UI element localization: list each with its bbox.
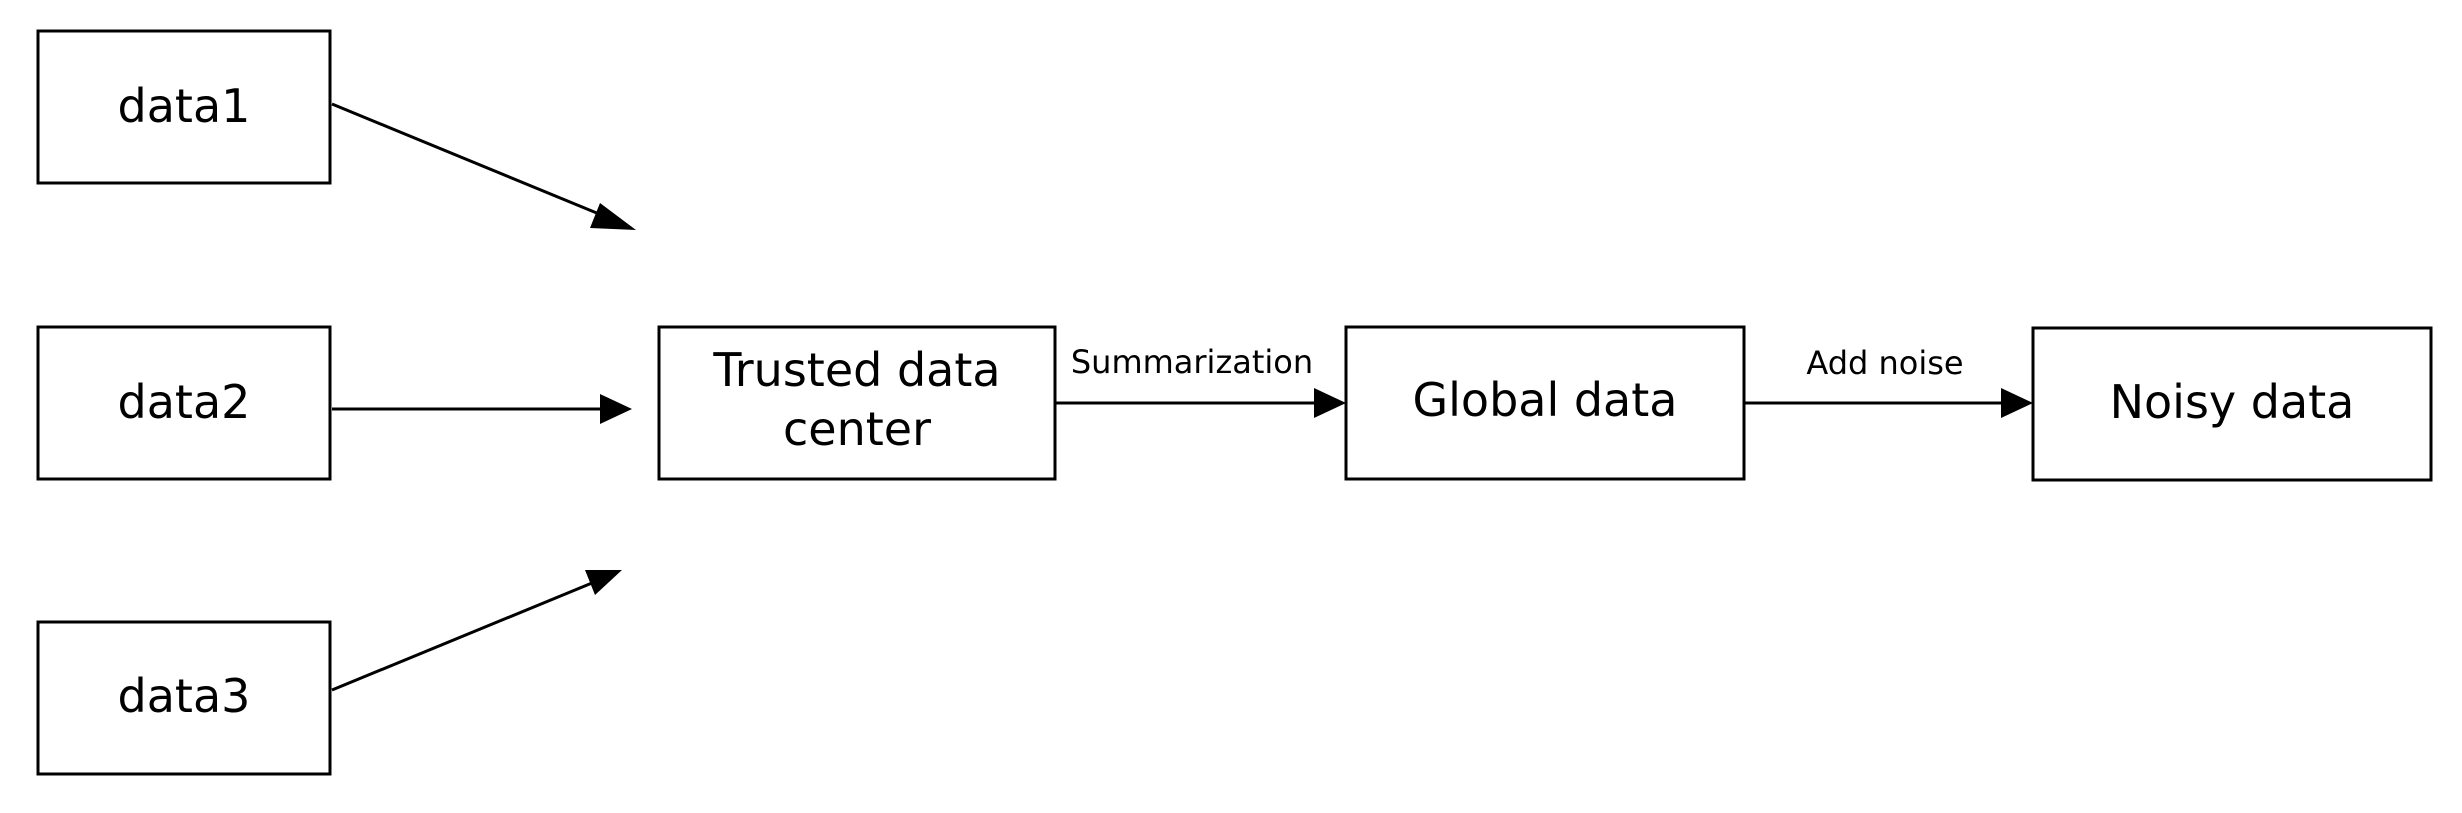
arrow-data1-to-center [331,102,636,230]
data2-label: data2 [118,375,251,429]
arrow-add-noise: Add noise [1745,344,2033,418]
data2-node: data2 [36,325,332,481]
add-noise-label: Add noise [1806,344,1963,382]
noisy-data-label: Noisy data [2110,375,2355,429]
global-data-node: Global data [1344,325,1746,481]
data1-label: data1 [118,79,251,133]
arrow-summarization: Summarization [1056,343,1346,418]
global-data-label: Global data [1413,373,1678,427]
arrow-data3-to-center [331,570,622,692]
arrow-data2-to-center [332,394,632,424]
noisy-data-node: Noisy data [2031,326,2433,482]
summarization-label: Summarization [1071,343,1313,381]
trusted-data-center-node: Trusted data center [657,325,1057,481]
trusted-data-center-label-line2: center [783,402,931,456]
data3-node: data3 [36,620,332,776]
trusted-data-center-label-line1: Trusted data [712,343,1000,397]
data3-label: data3 [118,669,251,723]
data1-node: data1 [36,29,332,185]
